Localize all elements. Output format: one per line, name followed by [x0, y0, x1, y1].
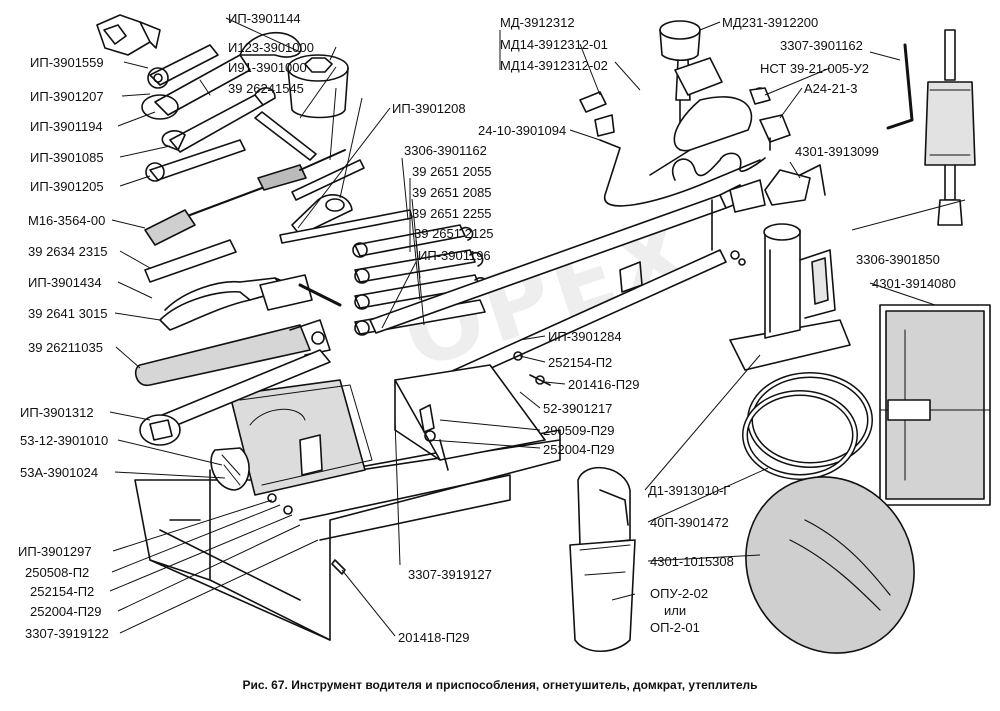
label-252154a: 252154-П2 [30, 584, 95, 599]
label-md3912312: МД-3912312 [500, 15, 575, 30]
label-ip3901284: ИП-3901284 [548, 329, 622, 344]
label-39265085: 39 2651 2085 [412, 185, 492, 200]
label-i123: И123-3901000 [228, 40, 314, 55]
wrench-ip3901194 [141, 31, 302, 120]
bar-i123 [254, 111, 317, 161]
label-201416: 201416-П29 [568, 377, 640, 392]
label-ip3901194: ИП-3901194 [30, 119, 103, 134]
label-392641: 39 2641 3015 [28, 306, 108, 321]
rod-ip3901208 [279, 209, 413, 244]
label-4301308: 4301-1015308 [650, 554, 734, 569]
wrench-ip3901207 [147, 44, 219, 89]
label-nst: НСТ 39-21-005-У2 [760, 61, 869, 76]
socket-ip3901559 [96, 14, 161, 56]
label-3926241: 39 26241545 [228, 81, 304, 96]
label-ip3901312: ИП-3901312 [20, 405, 94, 420]
label-ip3901297: ИП-3901297 [18, 544, 92, 559]
jack-handle-ip3901284 [369, 184, 747, 403]
label-252004a: 252004-П29 [30, 604, 102, 619]
label-4301080: 4301-3914080 [872, 276, 956, 291]
label-5312: 53-12-3901010 [20, 433, 109, 448]
label-250508: 250508-П2 [25, 565, 90, 580]
jack-d1 [729, 223, 851, 371]
hex-key-3307162 [886, 43, 914, 130]
label-ili: или [664, 603, 687, 618]
wheel-wrench-ip3901312 [139, 349, 331, 446]
puller-3306850 [924, 29, 976, 226]
radiator-cover-4301308 [745, 476, 915, 654]
label-md14a: МД14-3912312-01 [500, 37, 608, 52]
hose-coil-2410 [599, 139, 766, 207]
label-ip3901085: ИП-3901085 [30, 150, 104, 165]
label-252004b: 252004-П29 [543, 442, 615, 457]
handle-392621 [134, 319, 331, 386]
label-ip3901559: ИП-3901559 [30, 55, 104, 70]
small-fasteners [331, 250, 746, 575]
label-39265125: 39 2651 2125 [414, 226, 494, 241]
plate-392634 [144, 239, 237, 283]
label-ip3901196: ИП-3901196 [418, 248, 491, 263]
label-d1: Д1-3913010-Г [648, 483, 731, 498]
fire-extinguisher-opu [569, 466, 636, 652]
warning-plate-4301080 [879, 304, 991, 506]
label-a24: А24-21-3 [804, 81, 858, 96]
label-2410: 24-10-3901094 [478, 123, 567, 138]
label-ip3901208: ИП-3901208 [392, 101, 466, 116]
wrench-ip3901085 [161, 87, 276, 153]
hammer [259, 274, 342, 311]
label-392621: 39 26211035 [28, 340, 103, 355]
label-md14b: МД14-3912312-02 [500, 58, 608, 73]
label-op: ОП-2-01 [650, 620, 700, 635]
label-3306162: 3306-3901162 [404, 143, 487, 158]
wrench-ip3901205 [145, 139, 246, 182]
tool-roll [210, 379, 373, 515]
label-ip3901434: ИП-3901434 [28, 275, 102, 290]
label-290509: 290509-П29 [543, 423, 615, 438]
label-4301099: 4301-3913099 [795, 144, 879, 159]
socket-ip3901144 [287, 54, 349, 119]
label-3307122: 3307-3919122 [25, 626, 109, 641]
label-39265055: 39 2651 2055 [412, 164, 492, 179]
label-53a: 53А-3901024 [20, 465, 99, 480]
bar-i91 [291, 159, 365, 201]
label-3307127: 3307-3919127 [408, 567, 492, 582]
label-md231: МД231-3912200 [722, 15, 819, 30]
label-ip3901205: ИП-3901205 [30, 179, 104, 194]
pressure-gauge-md14 [579, 57, 723, 137]
label-252154b: 252154-П2 [548, 355, 613, 370]
funnel-nst [649, 87, 768, 176]
label-ip3901144: ИП-3901144 [228, 11, 301, 26]
label-201418: 201418-П29 [398, 630, 470, 645]
hose-40p [742, 372, 873, 480]
label-3306850: 3306-3901850 [856, 252, 940, 267]
label-40p: 40П-3901472 [650, 515, 729, 530]
lamp-a24 [749, 87, 791, 151]
figure-caption: Рис. 67. Инструмент водителя и приспособ… [242, 678, 758, 692]
bracket-4301099 [729, 164, 826, 213]
label-392634: 39 2634 2315 [28, 244, 108, 259]
label-3307162: 3307-3901162 [780, 38, 863, 53]
label-i91: И91-3901000 [228, 60, 307, 75]
label-ip3901207: ИП-3901207 [30, 89, 104, 104]
screwdriver-m16 [144, 149, 346, 246]
label-523901217: 52-3901217 [543, 401, 613, 416]
label-39265255: 39 2651 2255 [412, 206, 492, 221]
label-m16: М16-3564-00 [28, 213, 106, 228]
label-opu: ОПУ-2-02 [650, 586, 709, 601]
